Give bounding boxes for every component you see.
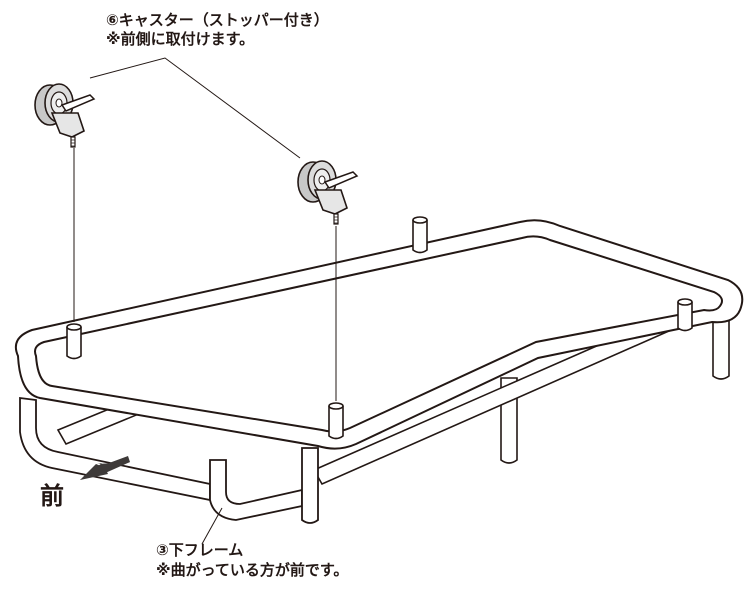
lower-frame (14, 219, 744, 450)
frame-post (66, 216, 693, 440)
caster-icon (297, 160, 358, 225)
caster-note: ※前側に取付けます。 (106, 30, 255, 48)
caster-icon (34, 83, 95, 148)
caster-label: ⑥キャスター（ストッパー付き） (106, 11, 329, 29)
frame-note: ※曲がっている方が前です。 (156, 561, 349, 579)
frame-label: ③下フレーム (156, 541, 244, 559)
front-arrow-icon (80, 456, 130, 480)
front-label: 前 (40, 482, 64, 510)
guide-line (73, 148, 337, 401)
frame-leg-front (19, 396, 319, 524)
leader-line (89, 57, 301, 545)
